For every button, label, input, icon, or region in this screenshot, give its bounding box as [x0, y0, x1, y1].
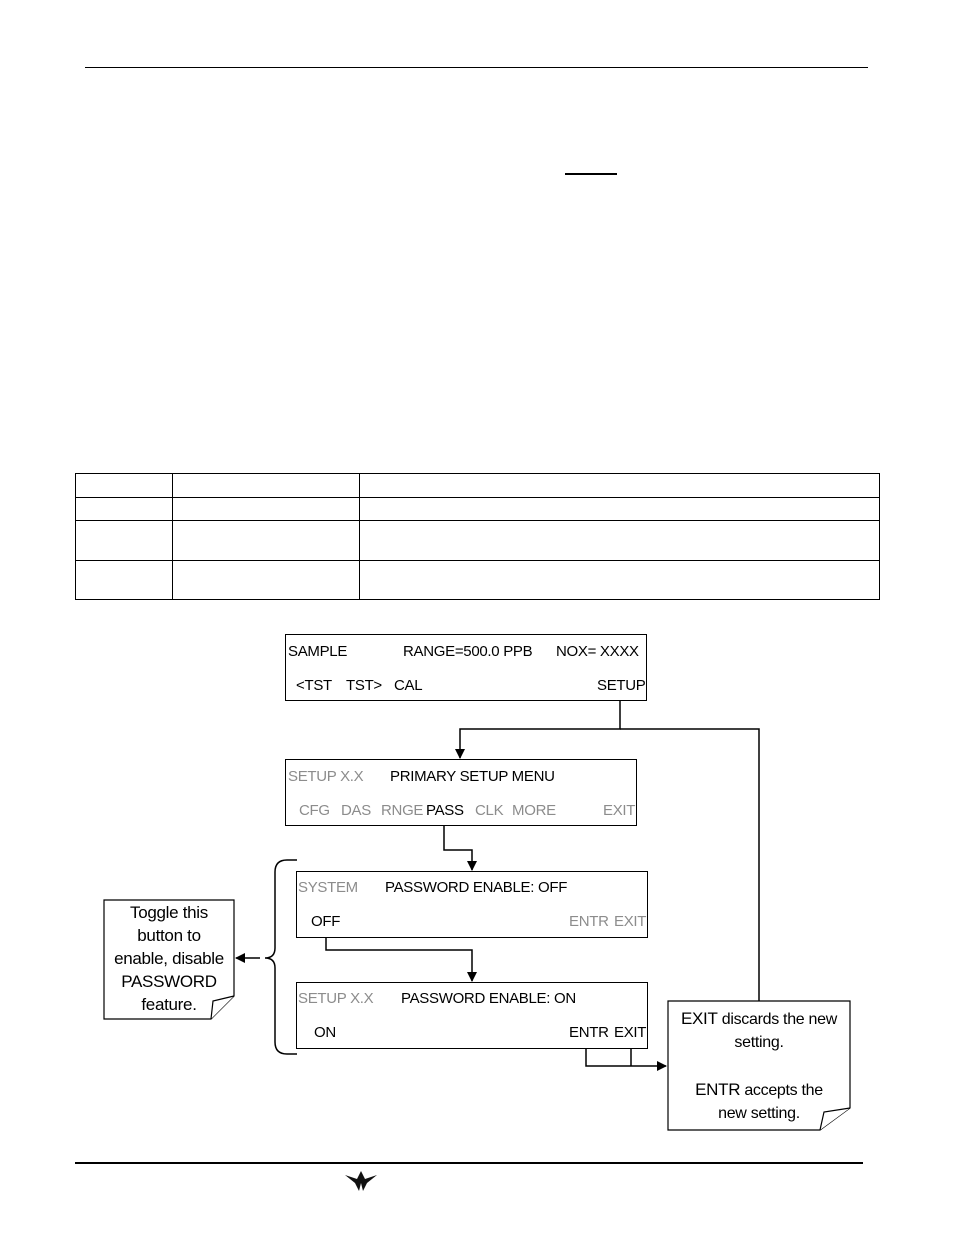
table-cell	[359, 560, 880, 600]
exit-button[interactable]: EXIT	[603, 802, 636, 819]
entr-description: accepts the	[740, 1082, 823, 1099]
table-cell	[75, 473, 173, 498]
cal-button[interactable]: CAL	[394, 677, 423, 694]
tst-forward-button[interactable]: TST>	[346, 677, 382, 694]
exit-entr-note: EXIT discards the new setting. ENTR acce…	[668, 1007, 850, 1125]
note-line: enable, disable	[114, 949, 224, 968]
sample-mode-label: SAMPLE	[288, 643, 348, 660]
note-line: Toggle this	[130, 903, 208, 922]
footer-rule	[75, 1162, 863, 1164]
pass-button[interactable]: PASS	[426, 802, 464, 819]
teledyne-logo-icon	[345, 1171, 377, 1191]
brace	[264, 859, 297, 1055]
on-toggle-button[interactable]: ON	[314, 1024, 336, 1041]
exit-button[interactable]: EXIT	[614, 913, 647, 930]
entr-key-label: ENTR	[695, 1080, 741, 1099]
das-button[interactable]: DAS	[341, 802, 371, 819]
password-on-screen: SETUP X.X PASSWORD ENABLE: ON ON ENTR EX…	[296, 982, 648, 1049]
entr-button[interactable]: ENTR	[569, 1024, 609, 1041]
password-off-title: PASSWORD ENABLE: OFF	[385, 879, 568, 896]
clk-button[interactable]: CLK	[475, 802, 504, 819]
note-line: feature.	[141, 995, 197, 1014]
rnge-button[interactable]: RNGE	[381, 802, 424, 819]
header-rule	[85, 67, 868, 68]
arrow-setup-to-menu	[455, 701, 621, 759]
setup-mode-label: SETUP X.X	[298, 990, 374, 1007]
line-exit-return	[620, 728, 760, 1001]
note-line: button to	[137, 926, 201, 945]
exit-description-2: setting.	[734, 1034, 784, 1051]
range-readout: RANGE=500.0 PPB	[403, 643, 533, 660]
table-cell	[75, 560, 173, 600]
password-levels-table	[75, 473, 880, 600]
exit-button[interactable]: EXIT	[614, 1024, 647, 1041]
entr-description-2: new setting.	[718, 1105, 800, 1122]
primary-setup-title: PRIMARY SETUP MENU	[390, 768, 555, 785]
exit-description: discards the new	[717, 1011, 838, 1028]
table-cell	[172, 497, 360, 521]
off-toggle-button[interactable]: OFF	[311, 913, 341, 930]
table-cell	[75, 520, 173, 561]
exit-key-label: EXIT	[680, 1009, 718, 1028]
cfg-button[interactable]: CFG	[299, 802, 330, 819]
more-button[interactable]: MORE	[512, 802, 556, 819]
setup-button[interactable]: SETUP	[597, 677, 646, 694]
setup-mode-label: SETUP X.X	[288, 768, 364, 785]
table-cell	[359, 473, 880, 498]
password-on-title: PASSWORD ENABLE: ON	[401, 990, 576, 1007]
table-cell	[359, 497, 880, 521]
sample-screen: SAMPLE RANGE=500.0 PPB NOX= XXXX <TST TS…	[285, 634, 647, 701]
primary-setup-screen: SETUP X.X PRIMARY SETUP MENU CFG DAS RNG…	[285, 759, 637, 826]
system-mode-label: SYSTEM	[298, 879, 358, 896]
tst-back-button[interactable]: <TST	[296, 677, 332, 694]
nox-readout: NOX= XXXX	[556, 643, 639, 660]
underlined-word-mark	[565, 173, 617, 175]
password-off-screen: SYSTEM PASSWORD ENABLE: OFF OFF ENTR EXI…	[296, 871, 648, 938]
arrow-off-to-on	[325, 928, 477, 982]
entr-button[interactable]: ENTR	[569, 913, 609, 930]
arrow-pass-to-password	[443, 819, 477, 871]
note-line: PASSWORD	[121, 972, 217, 991]
toggle-note: Toggle this button to enable, disable PA…	[104, 900, 234, 1016]
